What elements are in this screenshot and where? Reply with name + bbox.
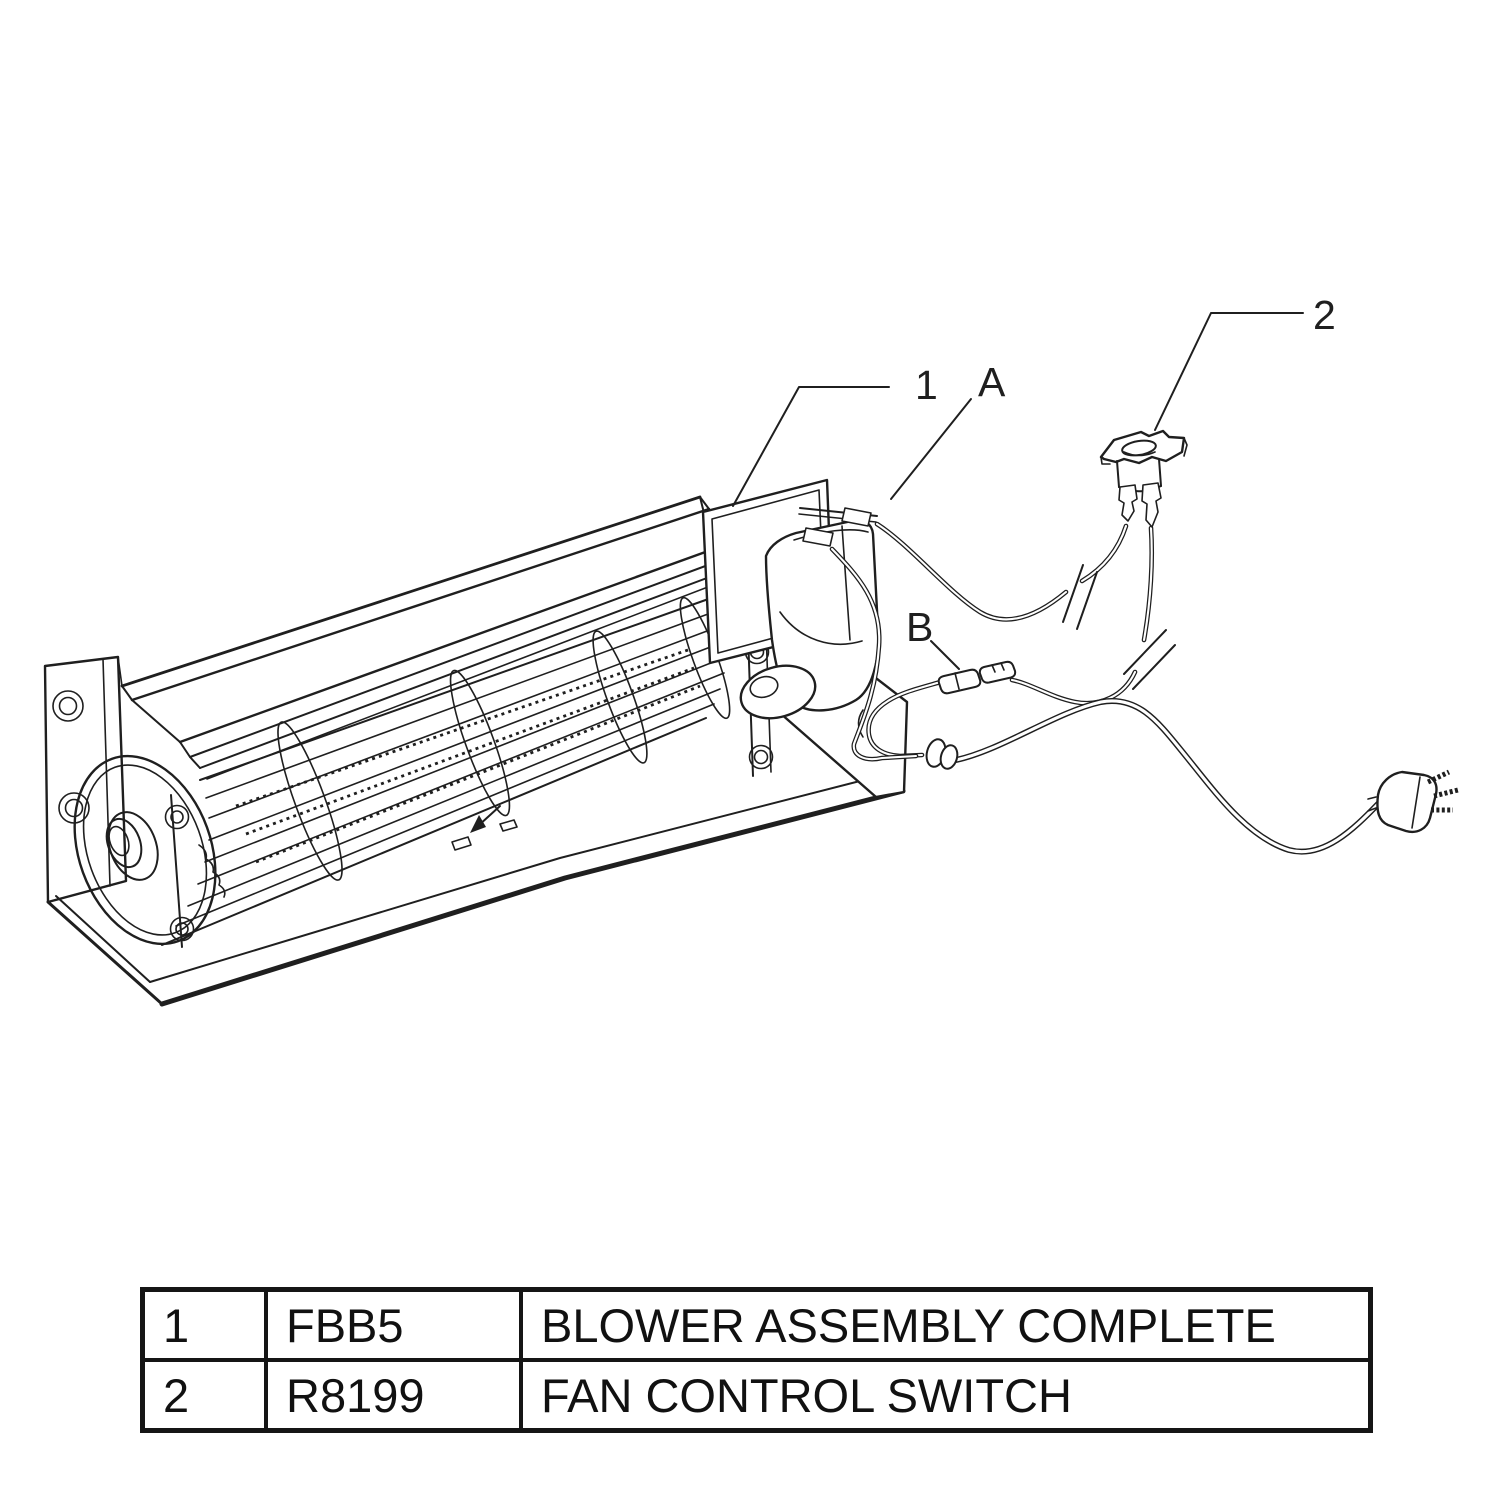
switch-terminal [1141, 482, 1162, 528]
part-number: R8199 [264, 1358, 523, 1433]
wire-break-symbol [1062, 564, 1098, 630]
leader-line-B [930, 640, 960, 670]
callout-A: A [978, 359, 1006, 405]
fan-control-switch [1099, 429, 1188, 528]
callout-1: 1 [915, 362, 938, 408]
callout-2: 2 [1313, 292, 1336, 338]
callouts: 1 A 2 B [732, 292, 1336, 670]
part-item-number: 1 [140, 1287, 268, 1362]
blower-parts-diagram: 1 A 2 B [43, 292, 1459, 1007]
leader-line-A [890, 398, 972, 500]
leader-line-1 [732, 386, 890, 507]
rotation-arrow [470, 805, 501, 833]
crossflow-fan-wheel [73, 596, 731, 948]
part-number: FBB5 [264, 1287, 523, 1362]
table-row: 1 FBB5 BLOWER ASSEMBLY COMPLETE [140, 1287, 1373, 1362]
part-item-number: 2 [140, 1358, 268, 1433]
cord-grommet [925, 738, 959, 770]
power-plug [1367, 769, 1459, 833]
quick-disconnect-pair [937, 660, 1017, 695]
motor-terminal [802, 527, 834, 547]
parts-table: 1 FBB5 BLOWER ASSEMBLY COMPLETE 2 R8199 … [140, 1287, 1373, 1433]
blower-motor [701, 478, 880, 720]
table-row: 2 R8199 FAN CONTROL SWITCH [140, 1358, 1373, 1433]
part-description: BLOWER ASSEMBLY COMPLETE [519, 1287, 1373, 1362]
wiring-harness [832, 524, 1379, 852]
leader-line-2 [1154, 312, 1304, 431]
switch-mounting-plate [1099, 429, 1186, 465]
part-description: FAN CONTROL SWITCH [519, 1358, 1373, 1433]
callout-B: B [906, 604, 933, 650]
motor-terminal [841, 507, 872, 527]
wheel-end-cap [73, 754, 226, 946]
switch-terminal [1118, 484, 1138, 522]
wire-break-symbol [1123, 629, 1176, 690]
left-mounting-flange [43, 655, 128, 904]
